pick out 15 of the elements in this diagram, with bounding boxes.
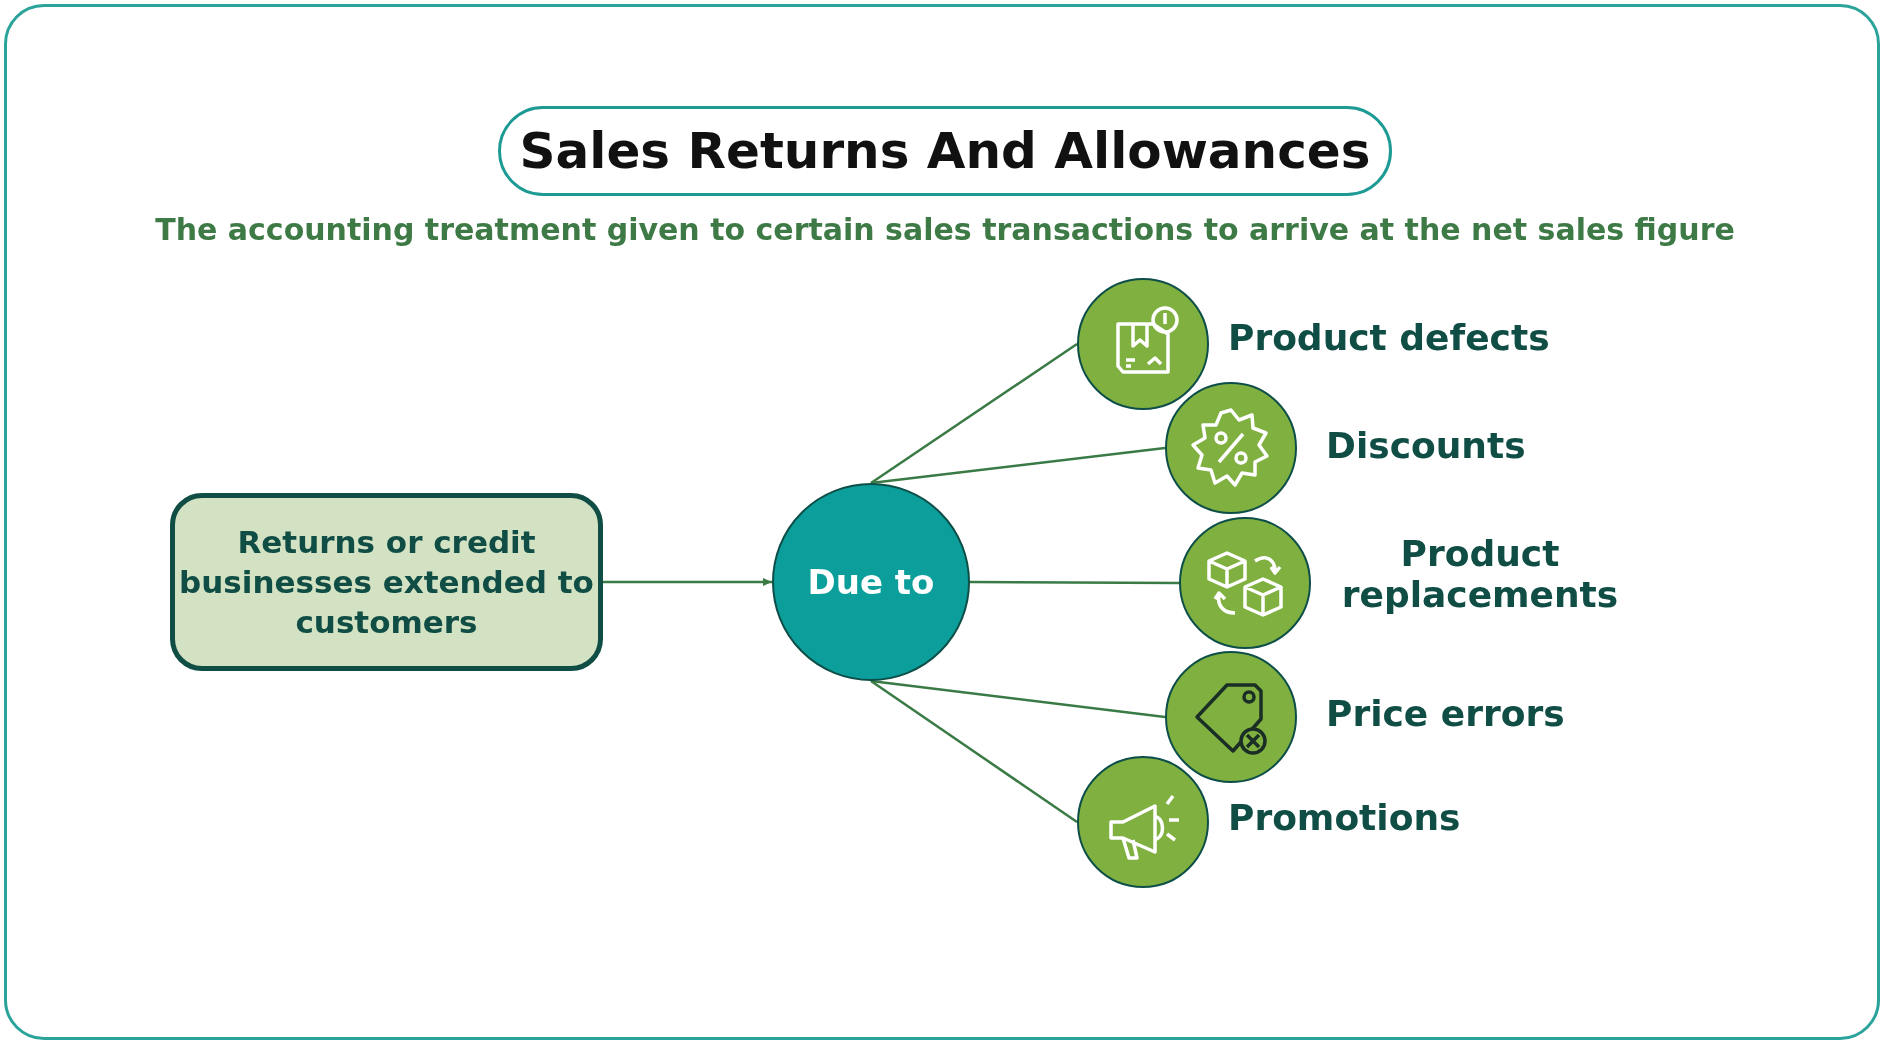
connector	[970, 580, 1179, 585]
item-label: Discounts	[1326, 425, 1527, 466]
connector	[603, 578, 772, 586]
connector	[870, 342, 1078, 485]
item-label: Product defects	[1228, 317, 1551, 358]
connector	[870, 679, 1078, 824]
title: Sales Returns And Allowances	[498, 106, 1392, 196]
subtitle: The accounting treatment given to certain sales transactions to arrive at the net sales figure	[154, 212, 1736, 247]
node-label: Due to	[806, 560, 936, 604]
item-label: Price errors	[1326, 693, 1566, 734]
process-box	[170, 493, 603, 671]
item-label: Promotions	[1228, 797, 1462, 838]
connector	[870, 446, 1166, 485]
node-label: Returns or credit businesses extended to customers	[178, 522, 595, 643]
item-label: Product replacements	[1340, 533, 1620, 615]
